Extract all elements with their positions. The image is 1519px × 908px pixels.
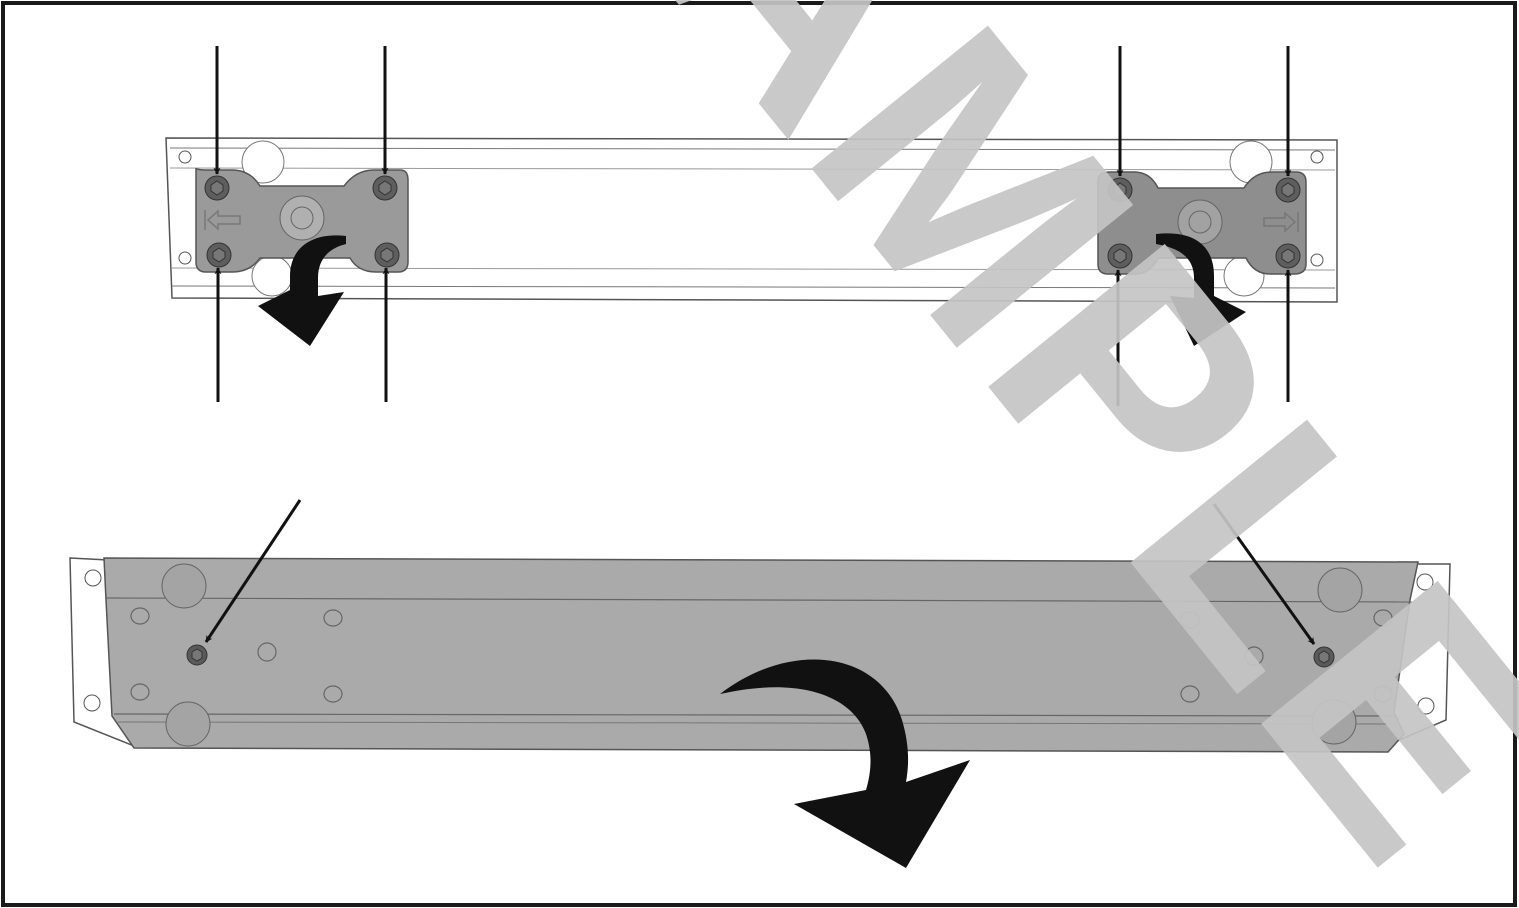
curved-rotate-arrow-icon xyxy=(1156,233,1246,346)
curved-rotate-arrow-icon xyxy=(258,235,346,346)
screw xyxy=(374,242,400,268)
screw xyxy=(1275,243,1301,269)
screw xyxy=(1275,177,1301,203)
screw xyxy=(1313,646,1335,668)
curved-rotate-arrow-icon xyxy=(720,659,970,868)
ear-hole xyxy=(1416,573,1434,591)
ear-hole xyxy=(1417,697,1435,715)
arrow-right-to-bar-icon xyxy=(1263,211,1299,233)
screw xyxy=(1107,177,1133,203)
screw xyxy=(372,175,398,201)
ear-hole xyxy=(83,694,101,712)
right-bracket xyxy=(1097,171,1307,275)
top-rail xyxy=(165,137,1338,303)
screw xyxy=(1107,243,1133,269)
rail-hole xyxy=(1310,253,1324,267)
rail-hole xyxy=(178,150,192,164)
rail-hole xyxy=(178,251,192,265)
screw xyxy=(186,644,208,666)
bracket-screws xyxy=(204,175,1301,269)
pointer-arrows-top xyxy=(213,46,1292,406)
arrow-left-to-bar-icon xyxy=(204,209,241,231)
screw xyxy=(204,175,230,201)
left-bracket xyxy=(195,167,409,273)
screw xyxy=(206,242,232,268)
watermark: SAMPLE xyxy=(447,0,1519,908)
bottom-panel xyxy=(69,557,1451,753)
pointer-arrows-bottom xyxy=(204,499,1316,645)
ear-hole xyxy=(84,569,102,587)
rail-hole xyxy=(1310,150,1324,164)
